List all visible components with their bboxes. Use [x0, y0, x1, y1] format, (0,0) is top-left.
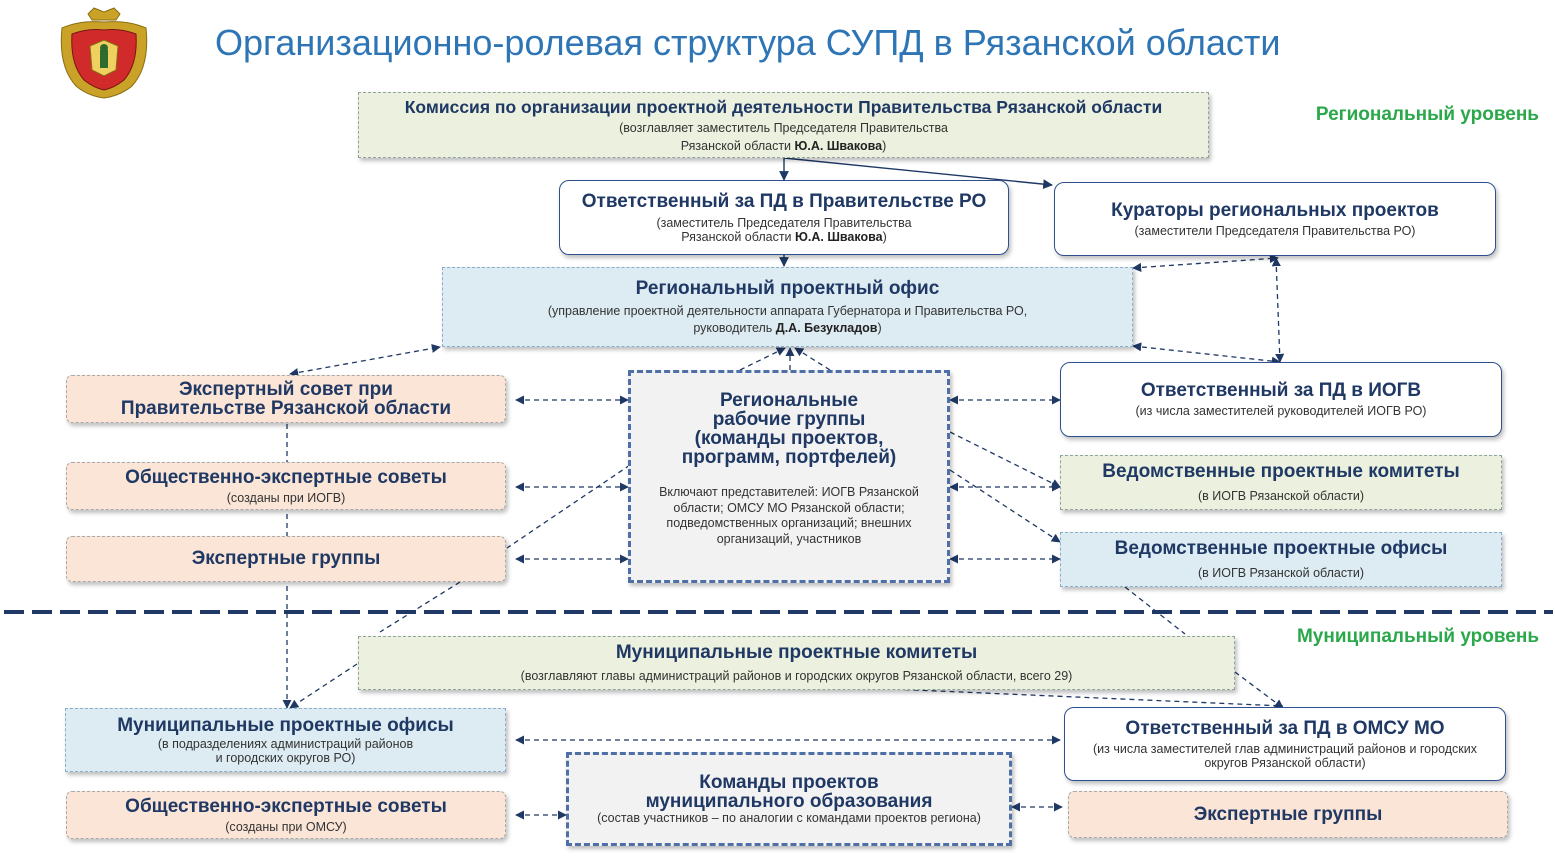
- muni-offices-box: Муниципальные проектные офисы (в подразд…: [65, 708, 506, 772]
- expert-council-gov-box: Экспертный совет при Правительстве Рязан…: [66, 375, 506, 423]
- dept-committees-sub: (в ИОГВ Рязанской области): [1197, 489, 1365, 504]
- curators-sub: (заместители Председателя Правительства …: [1134, 223, 1416, 238]
- responsible-gov-box: Ответственный за ПД в Правительстве РО (…: [559, 180, 1009, 255]
- commission-box: Комиссия по организации проектной деятел…: [358, 92, 1209, 158]
- dept-committees-title: Ведомственные проектные комитеты: [1102, 461, 1460, 483]
- responsible-iogv-sub: (из числа заместителей руководителей ИОГ…: [1135, 404, 1427, 419]
- curators-title: Кураторы региональных проектов: [1111, 199, 1439, 221]
- commission-title: Комиссия по организации проектной деятел…: [404, 97, 1163, 118]
- public-expert-councils-sub: (созданы при ИОГВ): [226, 490, 346, 505]
- page-title: Организационно-ролевая структура СУПД в …: [215, 22, 1281, 63]
- muni-offices-sub2: и городских округов РО): [215, 750, 356, 765]
- public-expert-councils-box: Общественно-экспертные советы (созданы п…: [66, 462, 506, 510]
- working-groups-sub: Включают представителей: ИОГВ Рязанской …: [659, 485, 919, 546]
- responsible-gov-title: Ответственный за ПД в Правительстве РО: [581, 190, 987, 212]
- responsible-iogv-box: Ответственный за ПД в ИОГВ (из числа зам…: [1060, 362, 1502, 437]
- responsible-omsu-box: Ответственный за ПД в ОМСУ МО (из числа …: [1064, 707, 1506, 781]
- working-groups-title4: программ, портфелей): [681, 447, 897, 468]
- responsible-gov-sub-end: ): [882, 229, 887, 244]
- working-groups-box: Региональные рабочие группы (команды про…: [628, 370, 950, 583]
- regional-level-label: Региональный уровень: [1315, 104, 1539, 125]
- commission-head: Ю.А. Швакова: [794, 138, 883, 153]
- public-expert-councils-title: Общественно-экспертные советы: [125, 466, 447, 488]
- regional-office-head: Д.А. Безукладов: [775, 321, 878, 336]
- commission-sub1: (возглавляет заместитель Председателя Пр…: [619, 121, 948, 136]
- regional-office-sub-end: ): [877, 321, 882, 336]
- muni-teams-title2: муниципального образования: [645, 790, 933, 812]
- regional-office-sub1: (управление проектной деятельности аппар…: [547, 304, 1028, 319]
- commission-sub-end: ): [882, 138, 887, 153]
- muni-committees-sub: (возглавляют главы администраций районов…: [520, 669, 1073, 684]
- regional-office-title: Региональный проектный офис: [635, 278, 940, 300]
- expert-groups-muni-title: Экспертные группы: [1193, 803, 1383, 825]
- expert-groups-muni-box: Экспертные группы: [1068, 791, 1508, 838]
- regional-office-box: Региональный проектный офис (управление …: [442, 267, 1133, 347]
- expert-council-gov-title: Экспертный совет при Правительстве Рязан…: [120, 379, 452, 419]
- dept-committees-box: Ведомственные проектные комитеты (в ИОГВ…: [1060, 455, 1502, 510]
- level-separator: [4, 610, 1553, 614]
- muni-teams-box: Команды проектов муниципального образова…: [566, 752, 1012, 846]
- curators-box: Кураторы региональных проектов (заместит…: [1054, 182, 1496, 256]
- responsible-gov-head: Ю.А. Швакова: [795, 229, 883, 244]
- coat-of-arms-emblem: [60, 7, 148, 99]
- public-expert-councils-omsu-title: Общественно-экспертные советы: [125, 795, 447, 817]
- public-expert-councils-omsu-box: Общественно-экспертные советы (созданы п…: [66, 791, 506, 839]
- working-groups-title3: (команды проектов,: [694, 428, 884, 449]
- muni-teams-title1: Команды проектов: [699, 771, 879, 793]
- responsible-gov-sub2: Рязанской области: [681, 229, 796, 244]
- muni-offices-title: Муниципальные проектные офисы: [117, 714, 454, 736]
- municipal-level-label: Муниципальный уровень: [1296, 626, 1539, 647]
- regional-office-sub2: руководитель: [693, 321, 776, 336]
- working-groups-title1: Региональные: [719, 390, 859, 411]
- muni-offices-sub1: (в подразделениях администраций районов: [157, 736, 414, 751]
- responsible-omsu-sub: (из числа заместителей глав администраци…: [1092, 741, 1478, 770]
- muni-committees-title: Муниципальные проектные комитеты: [615, 642, 978, 664]
- commission-sub2: Рязанской области: [680, 138, 795, 153]
- dept-offices-box: Ведомственные проектные офисы (в ИОГВ Ря…: [1060, 532, 1502, 587]
- dept-offices-sub: (в ИОГВ Рязанской области): [1197, 566, 1365, 581]
- public-expert-councils-omsu-sub: (созданы при ОМСУ): [225, 819, 347, 834]
- working-groups-title2: рабочие группы: [712, 409, 866, 430]
- responsible-gov-sub1: (заместитель Председателя Правительства: [656, 215, 912, 230]
- dept-offices-title: Ведомственные проектные офисы: [1114, 538, 1448, 560]
- muni-teams-sub: (состав участников – по аналогии с коман…: [597, 810, 981, 825]
- responsible-omsu-title: Ответственный за ПД в ОМСУ МО: [1125, 717, 1445, 739]
- responsible-iogv-title: Ответственный за ПД в ИОГВ: [1140, 380, 1422, 402]
- muni-committees-box: Муниципальные проектные комитеты (возгла…: [358, 636, 1235, 690]
- expert-groups-box: Экспертные группы: [66, 536, 506, 582]
- expert-groups-title: Экспертные группы: [191, 548, 381, 570]
